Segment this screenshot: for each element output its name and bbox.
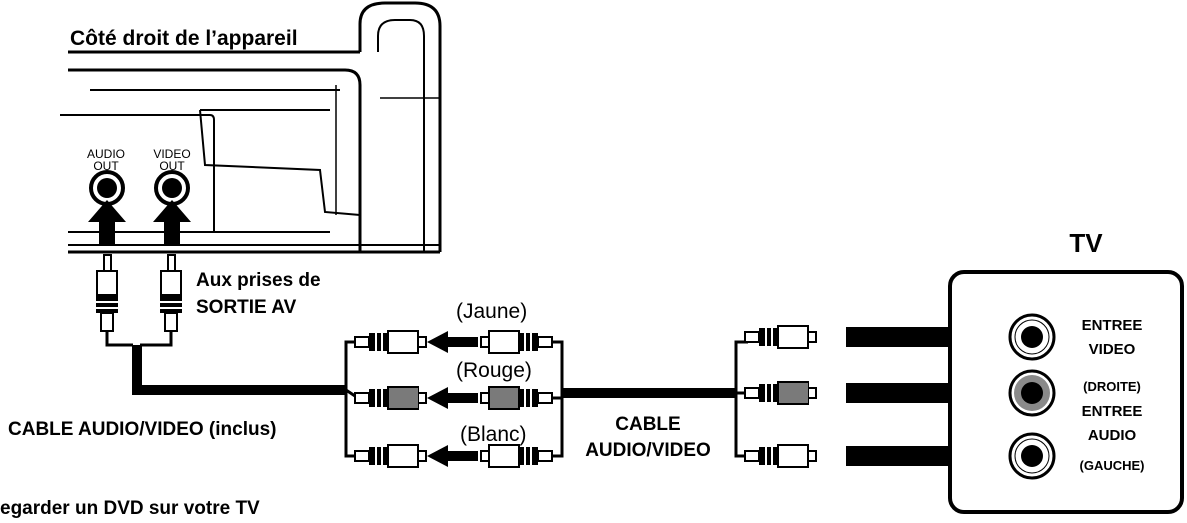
tv-panel: TV ENTREE VIDEO (DROITE) ENTREE AUDIO (G…	[948, 228, 1184, 514]
av-out-label-2: SORTIE AV	[196, 297, 297, 318]
video-out-label-2: OUT	[159, 159, 185, 173]
video-in-jack	[1008, 313, 1056, 361]
middle-plug-red	[480, 386, 553, 410]
left-arrow-icon	[427, 387, 478, 409]
middle-plug-white	[480, 444, 553, 468]
audio-out-label-2: OUT	[93, 159, 119, 173]
middle-plug-yellow	[480, 330, 553, 354]
cable-av-label-2: AUDIO/VIDEO	[585, 440, 711, 461]
audio-in-label-1: ENTREE	[1082, 403, 1143, 420]
tv-title: TV	[1069, 228, 1103, 258]
red-label: (Rouge)	[456, 359, 532, 382]
audio-plug-vertical	[96, 254, 118, 332]
video-in-label-2: VIDEO	[1089, 341, 1136, 358]
yellow-label: (Jaune)	[456, 300, 527, 323]
audio-right-jack	[1008, 369, 1056, 417]
dvd-player-side: Côté droit de l’appareil AUDIO OUT VIDEO…	[60, 1, 442, 254]
audio-left-jack	[1008, 432, 1056, 480]
right-plug-video	[744, 325, 817, 349]
av-out-label-1: Aux prises de	[196, 270, 321, 291]
right-label: (DROITE)	[1083, 379, 1141, 394]
audio-in-label-2: AUDIO	[1088, 427, 1137, 444]
right-plug-red	[744, 381, 817, 405]
right-plug-white	[744, 444, 817, 468]
device-title: Côté droit de l’appareil	[70, 27, 298, 50]
left-plug-yellow	[354, 330, 427, 354]
left-label: (GAUCHE)	[1080, 458, 1145, 473]
video-out-label-1: VIDEO	[153, 147, 190, 161]
white-label: (Blanc)	[460, 423, 527, 446]
left-plug-white	[354, 444, 427, 468]
cable-av-label-1: CABLE	[615, 414, 680, 435]
up-arrow-icon	[153, 200, 191, 245]
audio-out-jack	[89, 170, 125, 206]
cable-included-label: CABLE AUDIO/VIDEO (inclus)	[8, 419, 276, 440]
left-plug-red	[354, 386, 427, 410]
video-out-jack	[154, 170, 190, 206]
up-arrow-icon	[88, 200, 126, 245]
video-in-label-1: ENTREE	[1082, 317, 1143, 334]
audio-out-label-1: AUDIO	[87, 147, 125, 161]
left-arrow-icon	[427, 331, 478, 353]
video-plug-vertical	[160, 254, 182, 332]
cable-av	[552, 340, 748, 458]
caption: egarder un DVD sur votre TV	[0, 498, 260, 519]
left-arrow-icon	[427, 445, 478, 467]
